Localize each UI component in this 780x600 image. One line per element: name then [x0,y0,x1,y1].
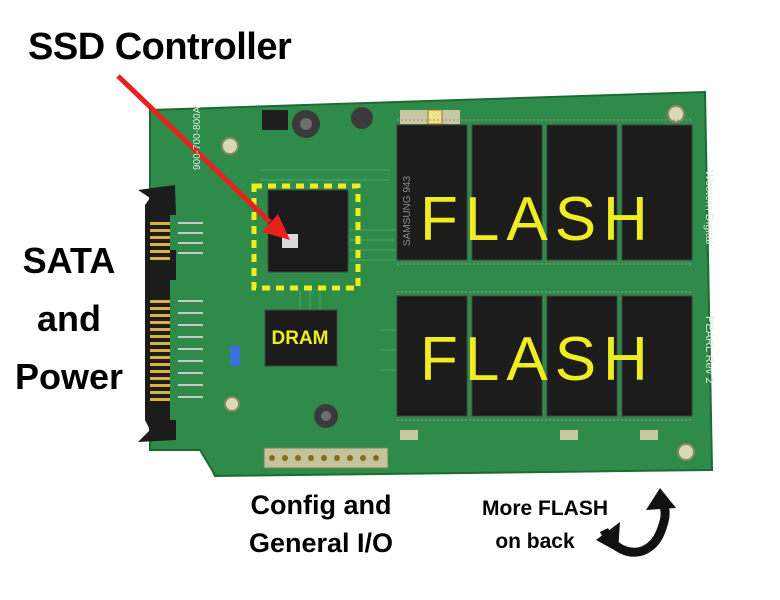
on-back-line: on back [495,530,575,553]
ssd-controller-label: SSD Controller [28,26,292,68]
flash-label-top: FLASH [420,185,655,254]
sata-connector [138,185,203,442]
and-line: and [36,298,101,339]
io-header-pins [269,455,379,461]
sata-leads [178,222,203,398]
flash-label-bottom: FLASH [420,325,655,394]
mounting-hole [667,105,685,123]
mounting-hole [221,137,239,155]
bottom-components [230,346,658,440]
more-flash-line: More FLASH [482,497,608,520]
power-line: Power [14,356,124,397]
dram-chip [264,309,338,367]
dram-label: DRAM [271,328,329,349]
sata-pins [150,222,170,401]
general-io-line: General I/O [248,528,394,558]
flash-chips-bottom [396,295,693,417]
mounting-hole [677,443,695,461]
red-arrow-icon [116,74,290,240]
mounting-hole [224,396,240,412]
more-flash-label: More FLASH on back [470,492,620,558]
pcb-traces [260,169,395,371]
config-io-label: Config and General I/O [236,486,406,562]
sata-power-label: SATA and Power [14,232,124,406]
sata-line: SATA [22,240,116,281]
controller-highlight-box [251,183,361,291]
config-line: Config and [250,490,392,520]
curved-arrow-icon [596,488,676,557]
flash-chips-top [396,124,693,261]
